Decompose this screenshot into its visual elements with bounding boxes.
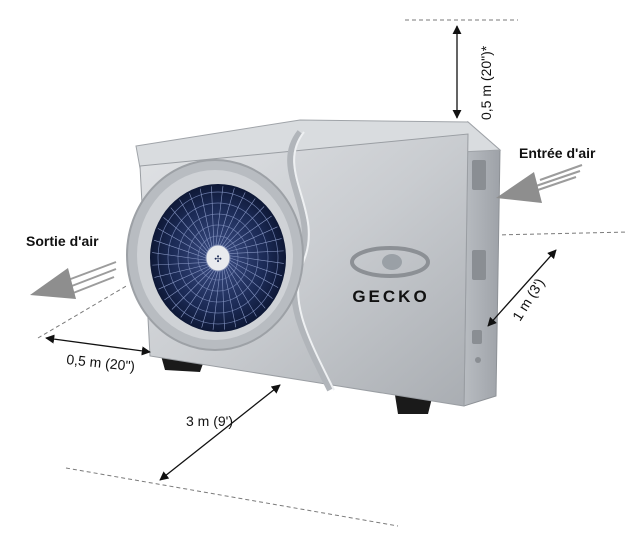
right-clearance-label: 1 m (3') <box>509 275 547 323</box>
side-vents <box>472 160 486 363</box>
front-guide-line <box>65 467 399 527</box>
air-out-label: Sortie d'air <box>26 233 99 249</box>
logo-swirl-icon <box>350 246 430 278</box>
guide-lines <box>37 19 629 527</box>
front-clearance-label: 3 m (9') <box>186 413 233 429</box>
fan-hub <box>205 244 231 272</box>
svg-text:✣: ✣ <box>214 255 222 265</box>
dimension-arrows <box>45 25 557 481</box>
top-clearance-label: 0,5 m (20")* <box>478 45 494 120</box>
fan-grille: ✣ <box>150 184 286 332</box>
left-guide-line <box>37 284 129 339</box>
left-clearance-arrow <box>45 334 151 356</box>
front-clearance-arrow <box>159 384 281 481</box>
unit-top <box>135 119 502 169</box>
brand-name: GECKO <box>352 287 429 306</box>
left-clearance-label: 0,5 m (20") <box>66 351 136 374</box>
heat-pump-unit: ✣ GECKO <box>126 119 502 414</box>
air-in-label: Entrée d'air <box>519 145 596 161</box>
right-guide-line <box>494 231 629 236</box>
right-clearance-arrow <box>487 249 557 327</box>
brand-logo: GECKO <box>350 246 430 306</box>
air-in-arrow <box>496 164 583 203</box>
air-out-arrow <box>30 261 117 299</box>
